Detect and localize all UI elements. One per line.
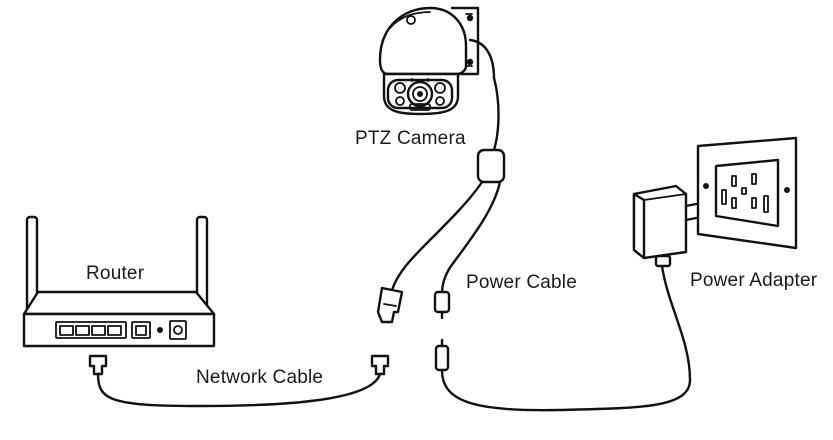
power-adapter xyxy=(632,184,698,268)
camera-network-plug xyxy=(376,286,404,324)
power-cable xyxy=(434,264,692,412)
power-cable-label: Power Cable xyxy=(466,272,577,293)
router xyxy=(22,215,216,348)
camera-power-plug xyxy=(433,290,451,320)
router-label: Router xyxy=(86,263,145,284)
network-cable-label: Network Cable xyxy=(196,367,324,388)
camera-label: PTZ Camera xyxy=(355,128,466,149)
ptz-camera xyxy=(378,6,496,116)
wall-outlet xyxy=(696,136,798,250)
cable-splitter xyxy=(476,148,506,184)
network-cable xyxy=(88,354,390,408)
power-adapter-label: Power Adapter xyxy=(690,270,818,291)
router-ports xyxy=(55,320,187,340)
camera-dome xyxy=(378,6,468,76)
camera-lens-block xyxy=(382,72,460,116)
